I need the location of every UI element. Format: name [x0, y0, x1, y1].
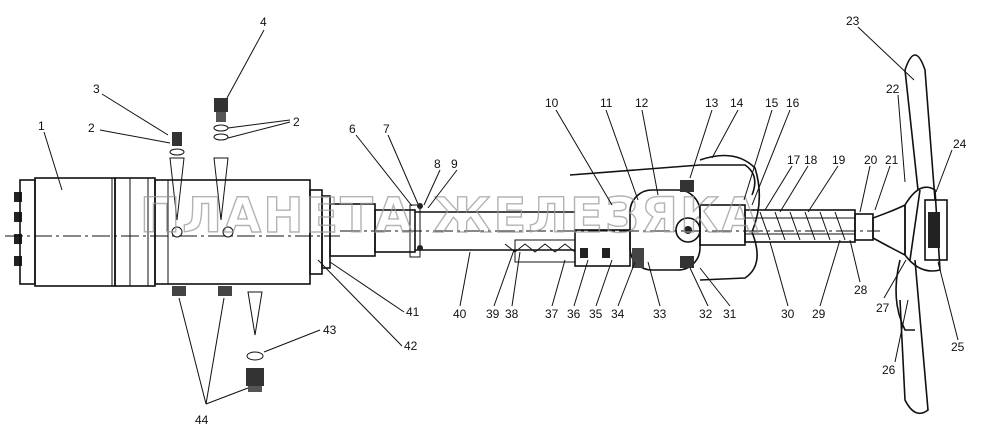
label-31: 31: [723, 307, 737, 321]
label-27: 27: [876, 301, 890, 315]
callouts: 1 2 2 3 4 6 7 8 9 10 11 12 13 14 15 16: [38, 14, 967, 427]
label-40: 40: [453, 307, 467, 321]
steering-wheel: [895, 54, 948, 415]
label-34: 34: [611, 307, 625, 321]
label-19: 19: [832, 153, 846, 167]
label-35: 35: [589, 307, 603, 321]
label-11: 11: [600, 96, 613, 110]
label-26: 26: [882, 363, 896, 377]
label-7: 7: [383, 122, 390, 136]
label-32: 32: [699, 307, 713, 321]
label-42: 42: [404, 339, 418, 353]
label-15: 15: [765, 96, 779, 110]
label-37: 37: [545, 307, 559, 321]
label-18: 18: [804, 153, 818, 167]
label-29: 29: [812, 307, 826, 321]
label-17: 17: [787, 153, 801, 167]
label-21: 21: [885, 153, 899, 167]
label-2b: 2: [293, 115, 300, 129]
label-38: 38: [505, 307, 519, 321]
label-44: 44: [195, 413, 209, 427]
watermark: ПЛАНЕТА ЖЕЛЕЗЯКА: [140, 188, 760, 244]
label-1: 1: [38, 119, 45, 133]
steering-column-tube: [329, 203, 880, 267]
label-8: 8: [434, 157, 441, 171]
label-16: 16: [786, 96, 800, 110]
label-24: 24: [953, 137, 967, 151]
label-43: 43: [323, 323, 337, 337]
label-23: 23: [846, 14, 860, 28]
hydraulic-pump-unit: [5, 98, 340, 392]
label-28: 28: [854, 283, 868, 297]
label-22: 22: [886, 82, 900, 96]
label-10: 10: [545, 96, 559, 110]
label-36: 36: [567, 307, 581, 321]
label-13: 13: [705, 96, 719, 110]
label-14: 14: [730, 96, 744, 110]
label-4: 4: [260, 15, 267, 29]
upper-steering-shaft: [744, 203, 906, 257]
label-30: 30: [781, 307, 795, 321]
label-41: 41: [406, 305, 420, 319]
label-3: 3: [93, 82, 100, 96]
label-12: 12: [635, 96, 649, 110]
label-33: 33: [653, 307, 667, 321]
label-2a: 2: [88, 121, 95, 135]
label-39: 39: [486, 307, 500, 321]
label-20: 20: [864, 153, 878, 167]
label-6: 6: [349, 122, 356, 136]
label-25: 25: [951, 340, 965, 354]
label-9: 9: [451, 157, 458, 171]
